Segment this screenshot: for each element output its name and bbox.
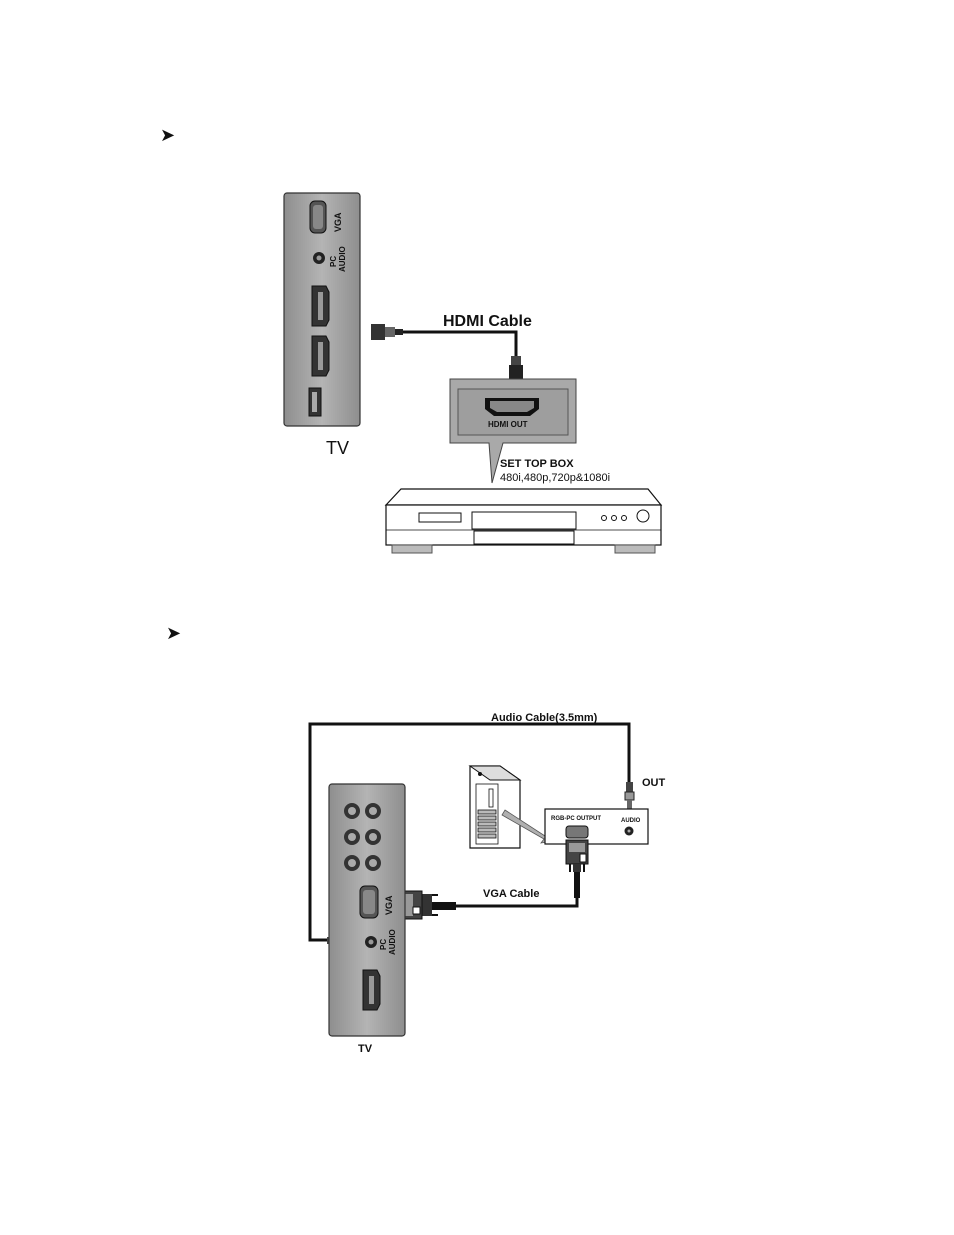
- vga-cable-label: VGA Cable: [483, 888, 539, 900]
- tv-label-2: TV: [358, 1043, 373, 1055]
- tv2-pc-label: PC: [379, 939, 388, 950]
- hdmi-out-callout: HDMI OUT: [449, 378, 577, 484]
- hdmi-out-label: HDMI OUT: [488, 420, 528, 429]
- bullet-arrow-icon: ➤: [160, 125, 175, 145]
- rgb-pc-output-label: RGB-PC OUTPUT: [551, 816, 601, 822]
- tv2-vga-label: VGA: [384, 895, 394, 915]
- pc-audio-out-label: AUDIO: [621, 818, 641, 824]
- hdmi-out-port-icon: [485, 398, 539, 416]
- pc-vga-connector-icon: [565, 839, 589, 898]
- vga-diagram: Audio Cable(3.5mm) OUT RGB-PC OUTPUT AUD…: [308, 712, 666, 1055]
- tv-vga-port-icon: [359, 885, 379, 919]
- hdmi-port-2-icon: [311, 335, 330, 377]
- tv-hdmi-port-icon: [362, 969, 381, 1011]
- hdmi-diagram: VGA PC AUDIO TV: [283, 192, 663, 554]
- hdmi-cable-label: HDMI Cable: [443, 313, 532, 330]
- pc-tower-icon: [468, 765, 522, 849]
- tv-side-panel: VGA PC AUDIO: [283, 192, 361, 427]
- hdmi-port-1-icon: [311, 285, 330, 327]
- bullet-arrow-icon-2: ➤: [166, 623, 181, 643]
- hdmi-cable: [371, 324, 523, 379]
- audio-cable-label: Audio Cable(3.5mm): [491, 712, 598, 724]
- tv-pc-audio-jack-icon: [365, 936, 377, 948]
- set-top-box-title: SET TOP BOX: [500, 458, 574, 470]
- usb-port-icon: [308, 387, 322, 417]
- pc-back-panel: RGB-PC OUTPUT AUDIO: [544, 808, 649, 845]
- set-top-box-icon: [384, 488, 663, 554]
- tv-vga-label: VGA: [333, 212, 343, 232]
- pc-audio-jack-icon: [313, 252, 325, 264]
- vga-cable: [455, 896, 579, 908]
- tv-label: TV: [326, 438, 349, 458]
- set-top-box-formats: 480i,480p,720p&1080i: [500, 472, 610, 484]
- vga-port-icon: [309, 200, 327, 234]
- tv-pc-label: PC: [329, 256, 338, 267]
- tv-audio-label: AUDIO: [338, 246, 347, 272]
- out-label: OUT: [642, 777, 666, 789]
- tv-side-panel-2: VGA PC AUDIO: [328, 783, 406, 1037]
- tv-vga-connector-icon: [399, 890, 456, 920]
- rca-jacks-icon: [344, 803, 381, 871]
- pc-vga-port-icon: [565, 825, 589, 839]
- tv2-audio-label: AUDIO: [388, 929, 397, 955]
